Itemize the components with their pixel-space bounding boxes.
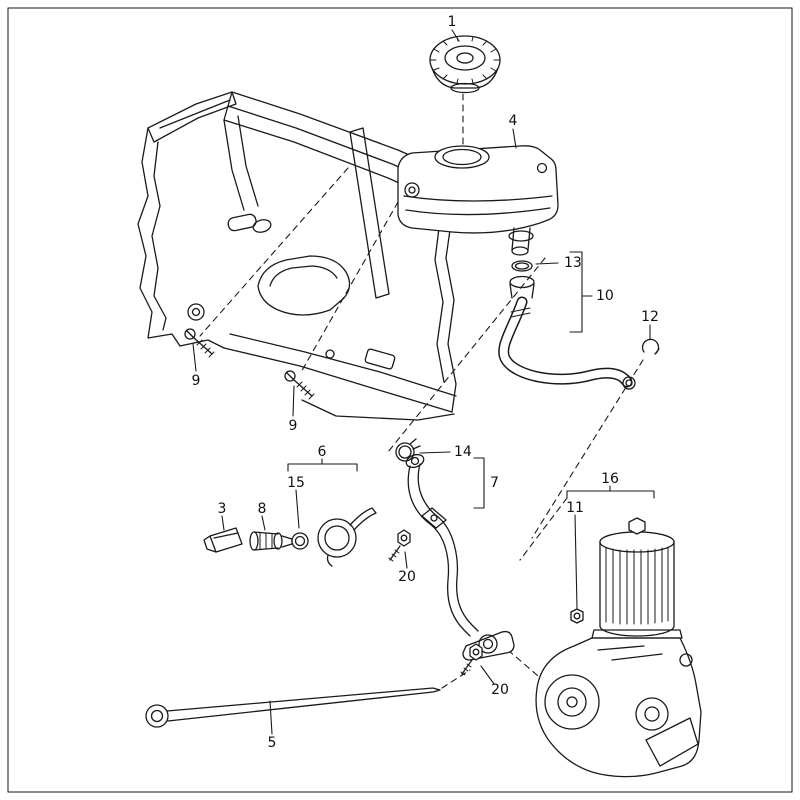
- body-panel-illustration: [137, 91, 457, 421]
- filler-guide-assembly: 6 15 3 8: [203, 444, 377, 567]
- callout-5: 5: [268, 735, 277, 751]
- assembly-dashed-leaders: [199, 93, 644, 689]
- callout-11: 11: [566, 500, 584, 516]
- callout-7: 7: [490, 475, 499, 491]
- callout-12: 12: [641, 309, 659, 325]
- hydraulic-oil-reservoir: 4: [397, 113, 559, 256]
- callout-20b: 20: [491, 682, 509, 698]
- pump-filter-assembly: 11 16: [535, 471, 702, 778]
- callout-1: 1: [448, 14, 457, 30]
- callout-3: 3: [218, 501, 227, 517]
- spring-clamp: 14: [395, 438, 472, 462]
- callout-10: 10: [596, 288, 614, 304]
- return-hose: 10: [498, 251, 636, 390]
- suction-pipe: 7: [405, 453, 515, 661]
- screw-9-upper: 9: [184, 328, 215, 389]
- bolt-20-upper: 20: [388, 529, 416, 585]
- screw-9-lower: 9: [284, 370, 315, 434]
- callout-13: 13: [564, 255, 582, 271]
- callout-16: 16: [601, 471, 619, 487]
- diagram-border: [7, 7, 793, 793]
- reservoir-cap: 1: [429, 14, 501, 94]
- callout-9b: 9: [289, 418, 298, 434]
- callout-4: 4: [509, 113, 518, 129]
- callout-8: 8: [258, 501, 267, 517]
- o-ring-13: 13: [511, 255, 582, 272]
- retaining-clip: 12: [641, 309, 660, 355]
- callout-14: 14: [454, 444, 472, 460]
- callout-6: 6: [318, 444, 327, 460]
- callout-9a: 9: [192, 373, 201, 389]
- bolt-20-lower: 20: [460, 643, 509, 698]
- callout-20a: 20: [398, 569, 416, 585]
- callout-15: 15: [287, 475, 305, 491]
- oil-dipstick: 5: [145, 687, 441, 751]
